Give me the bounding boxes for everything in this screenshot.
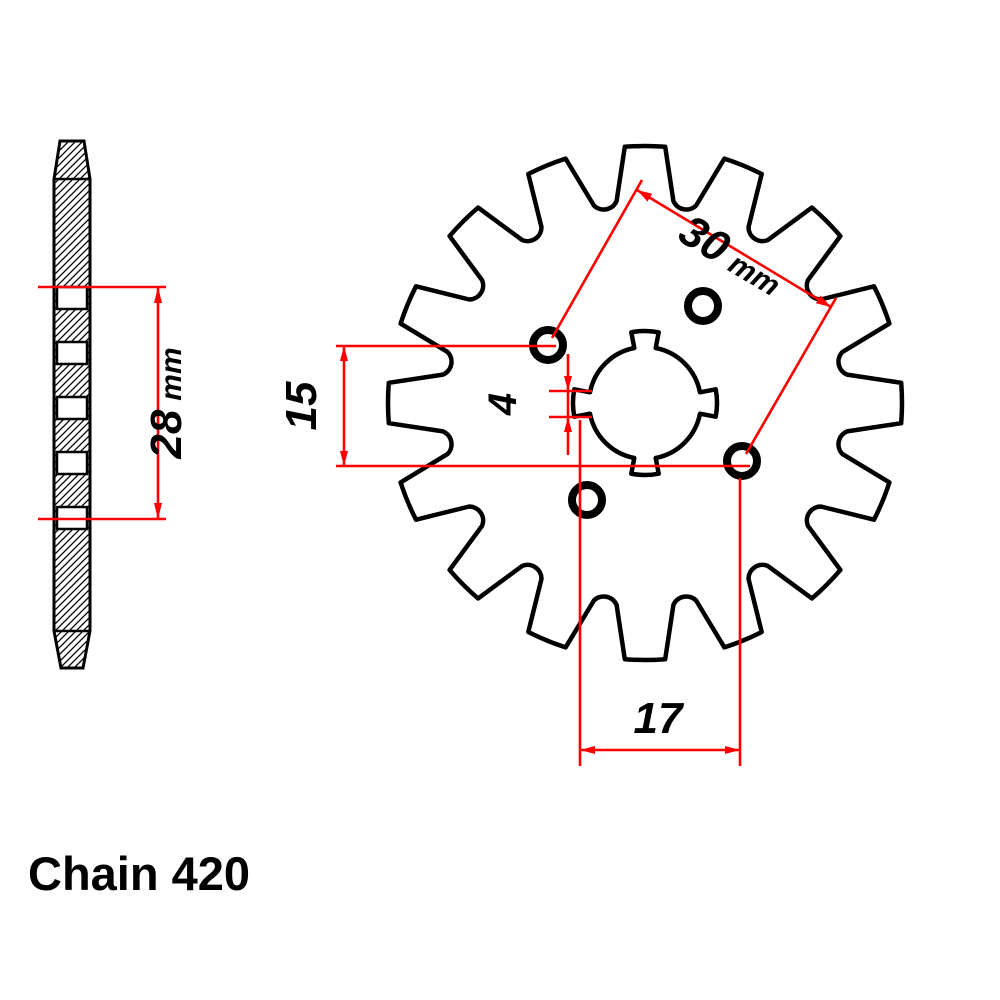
dim-15-label: 15 (277, 381, 326, 430)
roller-window (55, 395, 89, 421)
dim-4-label: 4 (481, 393, 525, 416)
extension-line (744, 297, 838, 455)
dimension-17: 17 (578, 420, 742, 766)
dim-arrow (637, 190, 653, 202)
dim-arrow (564, 376, 572, 391)
dim-4-value: 4 (481, 393, 525, 416)
spline-bore (570, 328, 720, 478)
bolt-hole-top-right (684, 287, 722, 325)
roller-window (55, 285, 89, 311)
dimension-line (636, 188, 832, 309)
dimension-4: 4 (481, 354, 592, 455)
dim-28-unit: mm (155, 347, 188, 400)
dim-arrow (340, 451, 348, 466)
dim-17-label: 17 (634, 694, 685, 743)
extension-line (550, 179, 644, 339)
dim-arrow (564, 417, 572, 432)
dimension-15: 15 (277, 344, 750, 468)
dim-17-value: 17 (634, 694, 685, 743)
dim-28-label: 28 mm (142, 347, 191, 459)
dim-28-value: 28 (142, 409, 191, 459)
sprocket-side-view (52, 139, 92, 670)
dim-arrow (725, 746, 740, 754)
bolt-hole-right (723, 442, 761, 480)
dimension-28mm: 28 mm (38, 285, 191, 521)
dim-arrow (340, 346, 348, 361)
dim-arrow (580, 746, 595, 754)
roller-window (55, 340, 89, 366)
sprocket-front-view (385, 143, 905, 663)
chain-type-caption: Chain 420 (28, 847, 250, 900)
bolt-hole-bottom-left (568, 481, 606, 519)
dim-15-value: 15 (277, 381, 326, 430)
dim-arrow (154, 503, 162, 519)
dim-arrow (815, 295, 831, 307)
dim-arrow (154, 287, 162, 303)
roller-window (55, 450, 89, 476)
